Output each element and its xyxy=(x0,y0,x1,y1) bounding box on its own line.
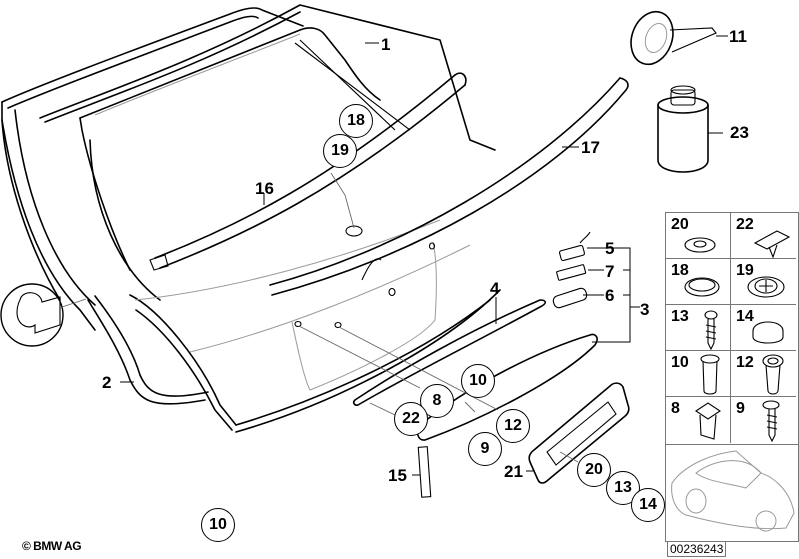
grid-cell-13[interactable]: 13 xyxy=(666,305,731,351)
fastener-grid: 20 22 18 19 13 14 10 12 8 9 xyxy=(665,212,799,445)
grid-cell-19[interactable]: 19 xyxy=(731,259,796,305)
grid-label: 19 xyxy=(736,262,754,279)
cross-cap-icon xyxy=(747,276,785,298)
grid-cell-9[interactable]: 9 xyxy=(731,397,796,443)
grid-label: 20 xyxy=(671,216,689,233)
grid-label: 14 xyxy=(736,308,754,325)
grid-label: 22 xyxy=(736,216,754,233)
callout-4[interactable]: 4 xyxy=(490,279,500,298)
circled-callout-10-bottom[interactable]: 10 xyxy=(201,508,235,542)
plastic-nut-icon xyxy=(762,354,784,395)
grid-cell-14[interactable]: 14 xyxy=(731,305,796,351)
trunk-lid-drawing xyxy=(0,4,728,498)
callout-15[interactable]: 15 xyxy=(388,466,407,485)
grid-label: 13 xyxy=(671,308,689,325)
spring-nut-icon xyxy=(695,402,721,440)
circled-callout-12[interactable]: 12 xyxy=(496,409,530,443)
circled-callout-14[interactable]: 14 xyxy=(631,488,665,522)
grid-label: 8 xyxy=(671,400,680,417)
callout-7[interactable]: 7 xyxy=(605,262,615,281)
document-number: 00236243 xyxy=(667,541,727,557)
circled-callout-19[interactable]: 19 xyxy=(323,134,357,168)
grid-label: 18 xyxy=(671,262,689,279)
copyright-notice: © BMW AG xyxy=(22,539,82,553)
grid-cell-8[interactable]: 8 xyxy=(666,397,731,443)
cap-icon xyxy=(752,321,784,344)
plug-icon xyxy=(684,277,720,297)
circled-callout-10[interactable]: 10 xyxy=(461,364,495,398)
grid-cell-20[interactable]: 20 xyxy=(666,213,731,259)
grid-label: 9 xyxy=(736,400,745,417)
grommet-icon xyxy=(684,237,716,253)
callout-1[interactable]: 1 xyxy=(381,35,391,54)
callout-23[interactable]: 23 xyxy=(730,123,749,142)
callout-6[interactable]: 6 xyxy=(605,286,615,305)
grid-cell-10[interactable]: 10 xyxy=(666,351,731,397)
callout-5[interactable]: 5 xyxy=(605,239,615,258)
callout-11[interactable]: 11 xyxy=(729,27,747,46)
car-silhouette-icon xyxy=(671,450,795,532)
grid-cell-18[interactable]: 18 xyxy=(666,259,731,305)
callout-17[interactable]: 17 xyxy=(581,138,600,157)
expanding-nut-icon xyxy=(700,354,720,395)
circled-callout-18[interactable]: 18 xyxy=(339,104,373,138)
circled-callout-20[interactable]: 20 xyxy=(577,453,611,487)
vehicle-thumbnail[interactable] xyxy=(665,443,799,542)
grid-label: 12 xyxy=(736,354,754,371)
circled-callout-22[interactable]: 22 xyxy=(394,402,428,436)
screw-icon xyxy=(762,400,780,443)
screw-icon xyxy=(704,310,718,351)
grid-cell-12[interactable]: 12 xyxy=(731,351,796,397)
callout-16[interactable]: 16 xyxy=(255,179,274,198)
clip-nut-icon xyxy=(753,230,791,259)
grid-label: 10 xyxy=(671,354,689,371)
callout-2[interactable]: 2 xyxy=(102,373,112,392)
callout-3[interactable]: 3 xyxy=(640,300,650,319)
circled-callout-9[interactable]: 9 xyxy=(468,432,502,466)
callout-21[interactable]: 21 xyxy=(504,462,523,481)
grid-cell-22[interactable]: 22 xyxy=(731,213,796,259)
